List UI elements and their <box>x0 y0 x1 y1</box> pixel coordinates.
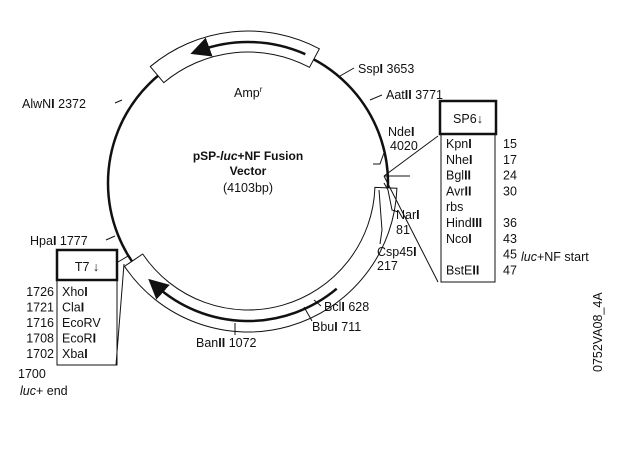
site-ndei: NdeI <box>388 125 414 139</box>
figure-id: 0752VA08_4A <box>591 292 605 372</box>
luc-end-label: luc+ end <box>20 384 68 398</box>
t7-site-pos: 1726 <box>26 285 54 299</box>
sp6-site-name: AvrII <box>446 184 471 198</box>
sp6-site-pos: 30 <box>503 184 517 198</box>
amp-gene-box <box>149 30 321 84</box>
sp6-site-pos: 24 <box>503 169 517 183</box>
sp6-site-name: BglII <box>446 169 471 183</box>
site-sspi: SspI 3653 <box>358 62 414 76</box>
sp6-site-name: rbs <box>446 200 463 214</box>
amp-label: Ampr <box>234 85 263 100</box>
sp6-label: SP6↓ <box>453 112 483 126</box>
t7-site-pos: 1716 <box>26 316 54 330</box>
site-csp45i: Csp45I <box>377 245 417 259</box>
vector-title: pSP-luc+NF Fusion <box>193 149 303 163</box>
sp6-site-pos: 17 <box>503 153 517 167</box>
site-ticks <box>105 67 439 366</box>
sp6-site-pos: 43 <box>503 232 517 246</box>
site-nari: NarI <box>396 208 420 222</box>
t7-site-name: EcoRV <box>62 316 101 330</box>
sp6-site-pos: 36 <box>503 216 517 230</box>
t7-site-pos: 1721 <box>26 301 54 315</box>
t7-site-pos: 1702 <box>26 347 54 361</box>
vector-size: (4103bp) <box>223 181 273 195</box>
luc-direction-arrow <box>148 278 338 323</box>
sp6-mcs-box <box>440 133 496 283</box>
t7-site-name: ClaI <box>62 301 84 315</box>
sp6-site-pos: 47 <box>503 263 517 277</box>
site-csp45i-pos: 217 <box>377 259 398 273</box>
sp6-site-name: NcoI <box>446 232 472 246</box>
t7-label: T7 ↓ <box>75 260 99 274</box>
site-banii: BanII 1072 <box>196 336 257 350</box>
t7-mcs-box <box>56 279 118 366</box>
t7-end-pos: 1700 <box>18 367 46 381</box>
sp6-promoter-box <box>438 99 498 136</box>
site-bcli: BclI 628 <box>324 300 369 314</box>
site-bbui: BbuI 711 <box>312 320 361 334</box>
t7-site-name: XhoI <box>62 285 88 299</box>
site-ndei-pos: 4020 <box>390 139 418 153</box>
t7-site-name: XbaI <box>62 347 88 361</box>
t7-site-name: EcoRI <box>62 332 96 346</box>
site-aatii: AatII 3771 <box>386 88 443 102</box>
site-nari-pos: 81 <box>396 223 410 237</box>
sp6-site-name: KpnI <box>446 137 472 151</box>
sp6-site-name: NheI <box>446 153 472 167</box>
sp6-site-pos: 45 <box>503 248 517 262</box>
site-alwni: AlwNI 2372 <box>22 97 86 111</box>
luc-start-label: luc+NF start <box>521 250 589 264</box>
vector-title-line2: Vector <box>230 164 267 178</box>
sp6-site-pos: 15 <box>503 137 517 151</box>
amp-direction-arrow <box>190 37 306 57</box>
site-hpai: HpaI 1777 <box>30 234 88 248</box>
sp6-site-name: HindIII <box>446 216 482 230</box>
sp6-site-name: BstEII <box>446 263 479 277</box>
t7-site-pos: 1708 <box>26 332 54 346</box>
